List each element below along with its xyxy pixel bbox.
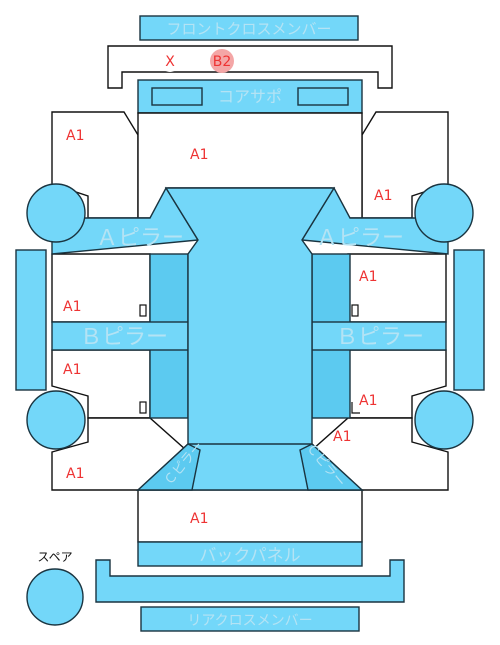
b2-badge[interactable] bbox=[210, 49, 234, 73]
b-pillar-right-label: Ｂピラー bbox=[336, 325, 424, 350]
core-support-label: コアサポ bbox=[218, 87, 282, 106]
right-body-upper[interactable] bbox=[347, 253, 447, 323]
core-support-left-slot bbox=[151, 87, 203, 106]
wheel-front-left[interactable] bbox=[26, 183, 86, 243]
back-panel-label: バックパネル bbox=[199, 546, 300, 566]
grade-left-rear-quarter: A1 bbox=[66, 466, 84, 482]
right-rear-door-handle bbox=[351, 402, 360, 414]
grade-rear-compartment: A1 bbox=[190, 511, 208, 527]
spare-tire[interactable] bbox=[26, 568, 84, 626]
wheel-front-right[interactable] bbox=[414, 183, 474, 243]
rear-cross-member-label: リアクロスメンバー bbox=[187, 613, 312, 629]
wheel-rear-left[interactable] bbox=[26, 390, 86, 450]
wheel-rear-right[interactable] bbox=[414, 390, 474, 450]
back-panel[interactable] bbox=[137, 541, 363, 567]
left-rear-door-handle bbox=[139, 401, 147, 414]
right-front-door-handle bbox=[351, 304, 359, 317]
left-front-door-handle bbox=[139, 304, 147, 317]
grade-front-compartment: A1 bbox=[190, 147, 208, 163]
left-rear-quarter[interactable] bbox=[51, 417, 188, 491]
front-cross-member-label: フロントクロスメンバー bbox=[166, 20, 331, 38]
right-rear-quarter[interactable] bbox=[310, 417, 449, 491]
x-marker-badge[interactable] bbox=[159, 50, 181, 72]
roof-panel[interactable] bbox=[164, 187, 336, 451]
rear-cross-member[interactable] bbox=[140, 606, 360, 632]
core-support-right-slot bbox=[297, 87, 349, 106]
b2-label: B2 bbox=[213, 54, 232, 70]
grade-left-body-lower: A1 bbox=[63, 362, 81, 378]
b-pillar-left-label: Ｂピラー bbox=[80, 325, 168, 350]
grade-right-body-lower: A1 bbox=[359, 393, 377, 409]
grade-left-front-apron: A1 bbox=[66, 128, 84, 144]
grade-left-body-upper: A1 bbox=[63, 299, 81, 315]
grade-right-body-upper: A1 bbox=[359, 269, 377, 285]
c-pillar-left[interactable] bbox=[136, 443, 201, 491]
b-pillar-right[interactable] bbox=[311, 321, 447, 351]
c-pillar-right[interactable] bbox=[299, 443, 364, 491]
left-rocker-panel[interactable] bbox=[15, 249, 47, 391]
grade-right-rear-quarter: A1 bbox=[333, 429, 351, 445]
rear-compartment[interactable] bbox=[137, 489, 363, 543]
a-pillar-right-label: Ａピラー bbox=[316, 226, 404, 251]
right-rocker-panel[interactable] bbox=[453, 249, 485, 391]
front-cross-member[interactable] bbox=[139, 15, 359, 41]
grade-right-front-apron: A1 bbox=[374, 188, 392, 204]
spare-label: スペア bbox=[37, 550, 72, 564]
x-marker: X bbox=[165, 54, 175, 70]
a-pillar-left-label: Ａピラー bbox=[96, 226, 184, 251]
rear-bumper-reinforcement[interactable] bbox=[95, 559, 405, 603]
